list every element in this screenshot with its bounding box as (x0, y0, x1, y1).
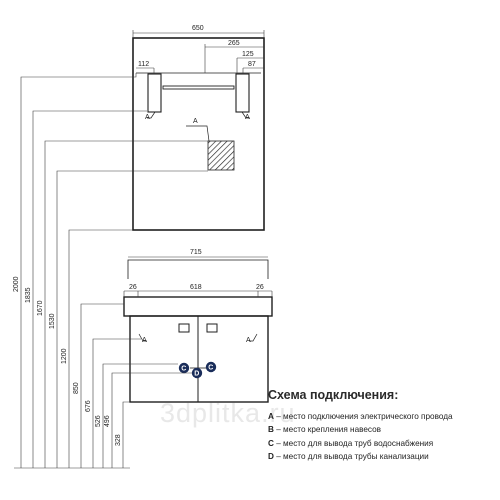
legend-item: D – место для вывода трубы канализации (268, 450, 453, 463)
legend-code: B (268, 425, 274, 435)
marker-a-bottom-right: A (246, 337, 251, 344)
marker-a-top-right: A (245, 114, 250, 121)
marker-d: D (194, 371, 199, 378)
hatched-area (207, 140, 235, 171)
bottom-side-right-label: 26 (256, 284, 264, 291)
legend-item: C – место для вывода труб водоснабжения (268, 437, 453, 450)
top-dimension-lines (132, 30, 265, 73)
top-cabinet (132, 37, 265, 231)
legend-text: – место крепления навесов (273, 425, 382, 435)
bottom-cabinet (123, 259, 273, 403)
dim-676: 676 (85, 400, 92, 412)
vertical-dimension-lines (14, 73, 208, 469)
legend-code: A (268, 412, 274, 421)
marker-c-right-circle (205, 361, 217, 373)
marker-a-bottom-left: A (142, 337, 147, 344)
dim-1530: 1530 (49, 313, 56, 329)
vertical-dimension-labels: 2000 1835 1670 1530 1200 850 676 526 496… (13, 276, 122, 446)
dim-328: 328 (115, 434, 122, 446)
offset-87-label: 87 (248, 61, 256, 68)
legend-list: A – место подключения электрического про… (268, 410, 453, 464)
legend-title: Схема подключения: (268, 388, 399, 402)
dim-2000: 2000 (13, 276, 20, 292)
dim-850: 850 (73, 382, 80, 394)
marker-a-top-left: A (145, 114, 150, 121)
watermark: 3dplitka.ru (160, 398, 296, 428)
top-width-label: 650 (192, 25, 204, 32)
connection-points (178, 361, 217, 379)
dim-1835: 1835 (25, 287, 32, 303)
offset-265-label: 265 (228, 40, 240, 47)
marker-c-right: C (208, 365, 213, 372)
dim-1670: 1670 (37, 300, 44, 316)
legend-item: B – место крепления навесов (268, 423, 453, 436)
bottom-width-label: 715 (190, 249, 202, 256)
legend-code: D (268, 452, 274, 462)
legend-code: C (268, 438, 274, 448)
bottom-inner-width-label: 618 (190, 284, 202, 291)
bottom-a-markers (138, 333, 258, 342)
legend-item: A – место подключения электрического про… (268, 410, 453, 423)
marker-d-circle (191, 367, 203, 379)
legend-text: – место для вывода труб водоснабжения (273, 438, 434, 448)
marker-a-top-inner: A (193, 118, 198, 125)
bottom-side-left-label: 26 (129, 284, 137, 291)
dim-526: 526 (95, 415, 102, 427)
top-a-markers (147, 111, 250, 142)
dim-496: 496 (104, 415, 111, 427)
offset-125-label: 125 (242, 51, 254, 58)
bottom-dimension-lines (123, 256, 273, 297)
legend-text: – место подключения электрического прово… (273, 412, 453, 421)
offset-112-label: 112 (138, 61, 149, 68)
marker-c-left-circle (178, 362, 190, 374)
legend-text: – место для вывода трубы канализации (273, 452, 429, 462)
marker-c-left: C (181, 366, 186, 373)
dim-1200: 1200 (61, 348, 68, 364)
